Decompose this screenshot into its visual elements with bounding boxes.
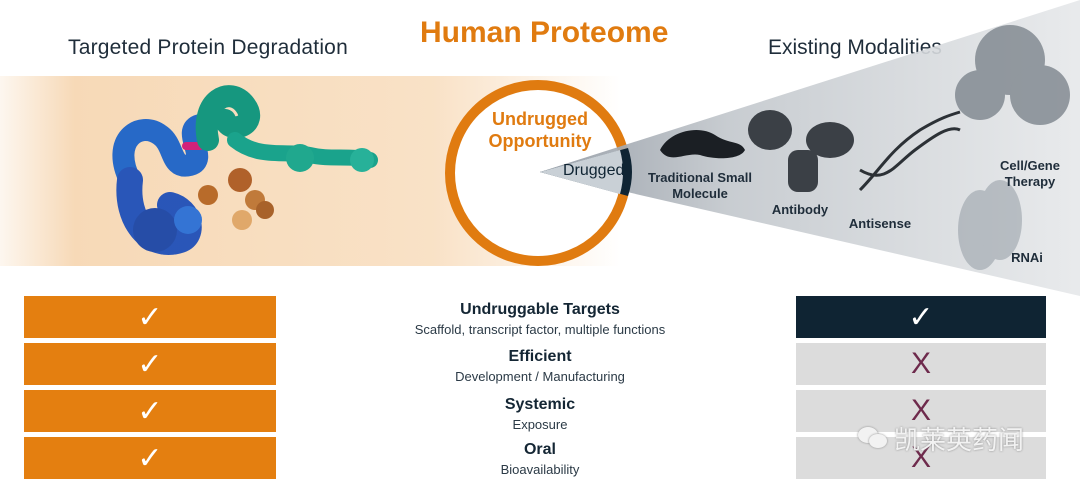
modalities-cross-row-2: X — [796, 343, 1046, 385]
cross-icon: X — [910, 394, 931, 427]
criterion-title: Systemic — [504, 396, 576, 413]
cell-gene-label: Cell/Gene Therapy — [990, 158, 1070, 190]
criterion-subtitle: Scaffold, transcript factor, multiple fu… — [414, 322, 666, 337]
criterion-title: Efficient — [508, 348, 572, 365]
small-molecule-label: Traditional Small Molecule — [640, 170, 760, 202]
watermark: 凯莱英药闻 — [858, 420, 1024, 457]
criterion-title: Oral — [523, 441, 556, 458]
tpd-check-row-3: ✓ — [24, 390, 276, 432]
tpd-check-row-4: ✓ — [24, 437, 276, 479]
proteome-title: Human Proteome — [420, 16, 669, 49]
small-molecule-shape — [660, 130, 745, 159]
small-molecule-line1: Traditional Small — [647, 170, 753, 185]
criterion-subtitle: Bioavailability — [500, 462, 580, 477]
criterion-oral: Oral Bioavailability — [380, 441, 700, 477]
watermark-text: 凯莱英药闻 — [894, 425, 1025, 455]
modalities-cross-row-4: X — [796, 437, 1046, 479]
rnai-label: RNAi — [1011, 250, 1043, 265]
modalities-check-row-1: ✓ — [796, 296, 1046, 338]
teal-protein — [195, 85, 378, 172]
check-icon: ✓ — [137, 394, 163, 428]
check-icon: ✓ — [137, 347, 163, 381]
check-icon: ✓ — [908, 300, 934, 334]
criterion-subtitle: Exposure — [512, 417, 568, 432]
criterion-title: Undruggable Targets — [460, 301, 620, 318]
criterion-efficient: Efficient Development / Manufacturing — [380, 348, 700, 384]
wechat-icon — [858, 426, 888, 451]
cell-gene-line2: Therapy — [1004, 174, 1056, 189]
protein-structure-illustration — [112, 85, 378, 255]
small-molecule-line2: Molecule — [672, 186, 728, 201]
criterion-systemic: Systemic Exposure — [380, 396, 700, 432]
drugged-label: Drugged — [563, 162, 625, 179]
antibody-label: Antibody — [771, 202, 829, 217]
undrugged-line1: Undrugged — [492, 109, 588, 129]
rnai-shape — [958, 180, 1022, 270]
brown-protein — [198, 168, 274, 230]
cell-gene-line1: Cell/Gene — [1000, 158, 1060, 173]
modalities-cone — [540, 0, 1080, 296]
check-icon: ✓ — [137, 441, 163, 475]
criterion-subtitle: Development / Manufacturing — [455, 369, 625, 384]
tpd-title: Targeted Protein Degradation — [68, 36, 348, 59]
cell-gene-structure — [955, 25, 1070, 125]
undrugged-line2: Opportunity — [488, 131, 592, 151]
modalities-title: Existing Modalities — [768, 36, 942, 59]
modalities-cross-row-3: X — [796, 390, 1046, 432]
criterion-undruggable: Undruggable Targets Scaffold, transcript… — [380, 301, 700, 337]
tpd-check-row-1: ✓ — [24, 296, 276, 338]
antisense-helix — [858, 110, 961, 192]
antibody-shape — [748, 110, 854, 192]
tpd-check-row-2: ✓ — [24, 343, 276, 385]
cross-icon: X — [910, 441, 931, 474]
antisense-label: Antisense — [848, 216, 912, 231]
undrugged-opportunity-label: Undrugged Opportunity — [470, 108, 610, 152]
cross-icon: X — [910, 347, 931, 380]
check-icon: ✓ — [137, 300, 163, 334]
